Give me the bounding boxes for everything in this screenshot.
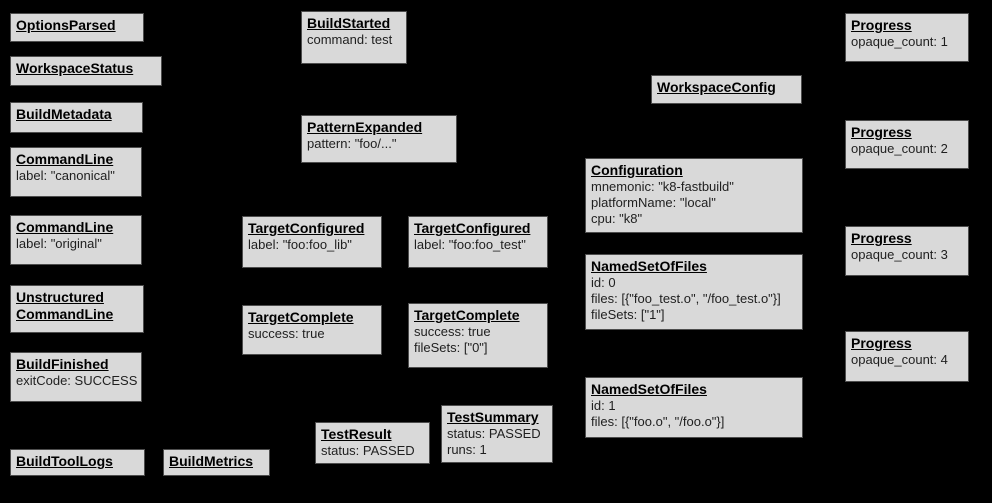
node-detail-line: files: [{"foo_test.o", "/foo_test.o"}] xyxy=(591,291,781,306)
node-title: TargetComplete xyxy=(414,307,520,323)
node-title: Progress xyxy=(851,335,912,351)
node-build-tool-logs: BuildToolLogs xyxy=(10,449,145,476)
node-detail-line: id: 1 xyxy=(591,398,616,413)
node-title: NamedSetOfFiles xyxy=(591,381,707,397)
node-title: Progress xyxy=(851,124,912,140)
node-title: Configuration xyxy=(591,162,683,178)
node-title: BuildStarted xyxy=(307,15,391,31)
node-detail-line: status: PASSED xyxy=(447,426,541,441)
node-detail-line: label: "foo:foo_test" xyxy=(414,237,526,252)
node-title: Unstructured CommandLine xyxy=(16,289,114,322)
node-detail-line: opaque_count: 2 xyxy=(851,141,948,156)
node-detail-line: cpu: "k8" xyxy=(591,211,643,226)
node-title: TestSummary xyxy=(447,409,539,425)
node-detail-line: runs: 1 xyxy=(447,442,487,457)
node-title: WorkspaceConfig xyxy=(657,79,776,95)
node-detail-line: opaque_count: 3 xyxy=(851,247,948,262)
node-detail-line: opaque_count: 4 xyxy=(851,352,948,367)
node-title: TargetComplete xyxy=(248,309,354,325)
node-title: TestResult xyxy=(321,426,392,442)
node-title: CommandLine xyxy=(16,151,114,167)
node-title: NamedSetOfFiles xyxy=(591,258,707,274)
node-title: BuildFinished xyxy=(16,356,109,372)
node-detail-line: opaque_count: 1 xyxy=(851,34,948,49)
node-title: TargetConfigured xyxy=(414,220,531,236)
node-detail-line: success: true xyxy=(414,324,491,339)
node-options-parsed: OptionsParsed xyxy=(10,13,144,42)
node-title: OptionsParsed xyxy=(16,17,116,33)
node-title: CommandLine xyxy=(16,219,114,235)
node-title: BuildMetrics xyxy=(169,453,254,469)
node-title: PatternExpanded xyxy=(307,119,423,135)
node-workspace-config: WorkspaceConfig xyxy=(651,75,802,104)
node-detail-line: status: PASSED xyxy=(321,443,415,458)
node-detail-line: fileSets: ["0"] xyxy=(414,340,488,355)
node-detail-line: pattern: "foo/..." xyxy=(307,136,397,151)
node-detail-line: exitCode: SUCCESS xyxy=(16,373,138,388)
node-detail-line: fileSets: ["1"] xyxy=(591,307,665,322)
node-workspace-status: WorkspaceStatus xyxy=(10,56,162,86)
node-detail-line: label: "original" xyxy=(16,236,102,251)
node-title: BuildToolLogs xyxy=(16,453,113,469)
node-title: BuildMetadata xyxy=(16,106,112,122)
node-build-metrics: BuildMetrics xyxy=(163,449,270,476)
node-detail-line: label: "canonical" xyxy=(16,168,115,183)
node-detail-line: files: [{"foo.o", "/foo.o"}] xyxy=(591,414,725,429)
node-detail-line: label: "foo:foo_lib" xyxy=(248,237,352,252)
node-title: Progress xyxy=(851,17,912,33)
node-build-metadata: BuildMetadata xyxy=(10,102,143,133)
node-detail-line: command: test xyxy=(307,32,393,47)
node-title: WorkspaceStatus xyxy=(16,60,134,76)
node-detail-line: mnemonic: "k8-fastbuild" xyxy=(591,179,734,194)
node-detail-line: id: 0 xyxy=(591,275,616,290)
node-detail-line: platformName: "local" xyxy=(591,195,716,210)
node-unstructured-command-line: Unstructured CommandLine xyxy=(10,285,144,333)
node-detail-line: success: true xyxy=(248,326,325,341)
node-title: Progress xyxy=(851,230,912,246)
node-title: TargetConfigured xyxy=(248,220,365,236)
